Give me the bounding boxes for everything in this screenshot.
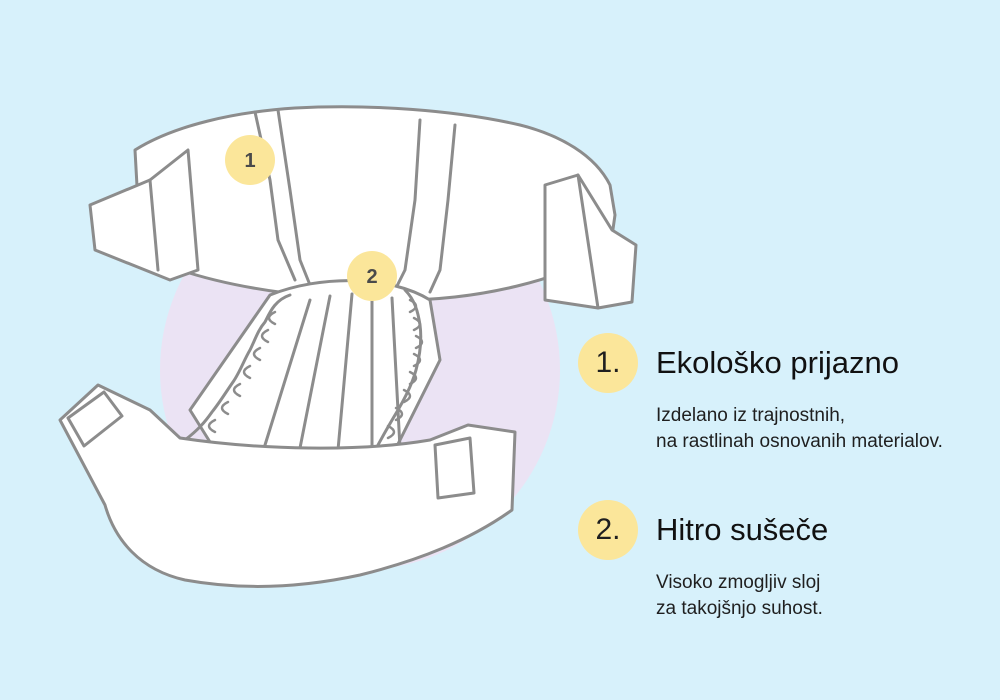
marker-2-label: 2 bbox=[366, 266, 377, 288]
feature-title: Hitro sušeče bbox=[656, 512, 829, 547]
feature-description: Izdelano iz trajnostnih, na rastlinah os… bbox=[656, 403, 988, 455]
feature-quick-dry: 2. Hitro sušeče Visoko zmogljiv sloj za … bbox=[578, 500, 988, 622]
diaper-front-right-tab bbox=[433, 436, 476, 500]
feature-description-line: za takojšnjo suhost. bbox=[656, 598, 823, 619]
feature-description-line: Visoko zmogljiv sloj bbox=[656, 572, 821, 593]
diaper-right-tab bbox=[543, 173, 638, 310]
feature-eco-friendly: 1. Ekološko prijazno Izdelano iz trajnos… bbox=[578, 333, 988, 455]
feature-header: 2. Hitro sušeče bbox=[578, 500, 988, 560]
feature-header: 1. Ekološko prijazno bbox=[578, 333, 988, 393]
marker-1-label: 1 bbox=[244, 150, 255, 172]
feature-number-badge: 2. bbox=[578, 500, 638, 560]
diaper-right-cuff bbox=[376, 288, 423, 447]
feature-description-line: na rastlinah osnovanih materialov. bbox=[656, 431, 943, 452]
feature-description-line: Izdelano iz trajnostnih, bbox=[656, 405, 846, 426]
diaper-front-panel bbox=[58, 383, 517, 588]
feature-description: Visoko zmogljiv sloj za takojšnjo suhost… bbox=[656, 570, 988, 622]
feature-number-badge: 1. bbox=[578, 333, 638, 393]
marker-2: 2 bbox=[347, 251, 397, 301]
diaper-left-cuff bbox=[183, 293, 292, 442]
marker-1: 1 bbox=[225, 135, 275, 185]
diaper-front-left-tab bbox=[66, 390, 124, 448]
feature-title: Ekološko prijazno bbox=[656, 345, 899, 380]
